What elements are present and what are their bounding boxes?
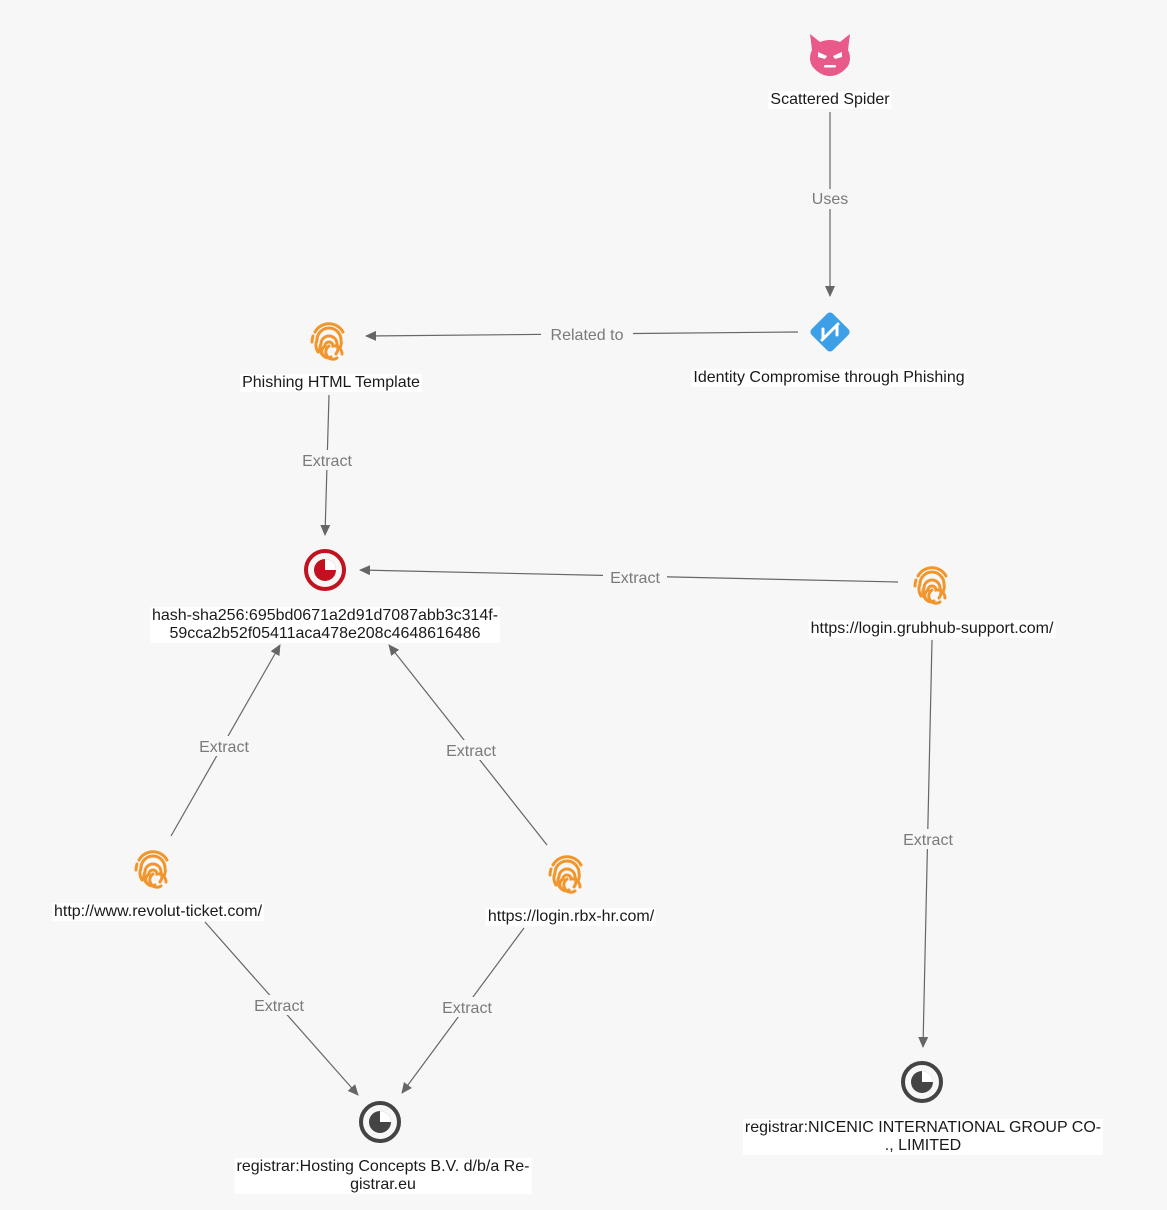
edge-extract-grubhub-hash[interactable]: Extract <box>359 565 899 587</box>
edge-label-extract: Extract <box>254 998 304 1015</box>
threat-actor-devil-icon[interactable] <box>810 34 850 76</box>
fingerprint-icon[interactable] <box>913 566 948 605</box>
fingerprint-icon[interactable] <box>548 855 583 894</box>
fingerprint-ridge <box>320 340 344 360</box>
node-label-phishing-template[interactable]: Phishing HTML Template <box>240 374 422 392</box>
fingerprint-ridge <box>324 344 339 361</box>
hash-label-line-1: hash-sha256:695bd0671a2d91d7087abb3c314f… <box>151 607 499 624</box>
fingerprint-ridge <box>552 859 581 887</box>
fingerprint-ridge <box>148 872 163 889</box>
hosting-label-line-1: registrar:Hosting Concepts B.V. d/b/a Re… <box>236 1158 530 1175</box>
edge-extract-rbx-registrar[interactable]: Extract <box>401 927 525 1094</box>
fingerprint-ridge <box>313 322 345 334</box>
node-label-revolut-url[interactable]: http://www.revolut-ticket.com/ <box>51 903 265 921</box>
fingerprint-icon[interactable] <box>134 850 169 889</box>
node-label-hosting-registrar[interactable]: registrar:Hosting Concepts B.V. d/b/a Re… <box>234 1158 532 1194</box>
edge-label-extract: Extract <box>903 832 953 849</box>
edge-related-to[interactable]: Related to <box>365 324 799 344</box>
edge-extract-grubhub-registrar[interactable]: Extract <box>896 639 960 1048</box>
observable-icon[interactable] <box>901 1061 943 1103</box>
fingerprint-ridge <box>310 334 315 344</box>
fingerprint-ridge <box>923 584 947 604</box>
node-label-rbx-url[interactable]: https://login.rbx-hr.com/ <box>485 908 657 926</box>
observable-icon[interactable] <box>304 549 346 591</box>
fingerprint-ridge <box>314 326 343 354</box>
fingerprint-ridge <box>137 850 169 862</box>
fingerprint-ridge <box>913 578 918 588</box>
edge-label-extract: Extract <box>446 743 496 760</box>
node-label-nicenic-registrar[interactable]: registrar:NICENIC INTERNATIONAL GROUP CO… <box>742 1119 1104 1155</box>
edge-extract-revolut-registrar[interactable]: Extract <box>204 921 359 1096</box>
nicenic-label-line-1: registrar:NICENIC INTERNATIONAL GROUP CO… <box>744 1119 1102 1136</box>
edge-label-extract: Extract <box>302 453 352 470</box>
edge-label-extract: Extract <box>199 739 249 756</box>
nicenic-label-line-2: ., LIMITED <box>884 1137 962 1154</box>
fingerprint-ridge <box>927 588 942 605</box>
edge-extract-rbx-hash[interactable]: Extract <box>388 644 548 846</box>
fingerprint-icon[interactable] <box>310 322 345 361</box>
fingerprint-ridge <box>916 566 948 578</box>
fingerprint-ridge <box>144 868 168 888</box>
hash-label-line-2: 59cca2b52f05411aca478e208c4648616486 <box>169 625 481 642</box>
fingerprint-ridge <box>134 862 139 872</box>
edge-label-extract: Extract <box>610 570 660 587</box>
fingerprint-ridge <box>548 867 553 877</box>
fingerprint-ridge <box>917 570 946 598</box>
fingerprint-ridge <box>562 877 577 894</box>
node-label-identity-compromise[interactable]: Identity Compromise through Phishing <box>691 369 967 387</box>
node-label-hash[interactable]: hash-sha256:695bd0671a2d91d7087abb3c314f… <box>149 607 501 643</box>
fingerprint-ridge <box>138 854 167 882</box>
hosting-label-line-2: gistrar.eu <box>350 1176 416 1193</box>
observable-icon[interactable] <box>359 1101 401 1143</box>
edge-extract-template-hash[interactable]: Extract <box>296 394 358 536</box>
node-label-grubhub-url[interactable]: https://login.grubhub-support.com/ <box>808 620 1056 638</box>
edge-extract-revolut-hash[interactable]: Extract <box>170 644 281 837</box>
edge-label-extract: Extract <box>442 1000 492 1017</box>
edge-label-uses: Uses <box>812 191 848 208</box>
node-label-scattered-spider[interactable]: Scattered Spider <box>768 91 892 109</box>
edge-label-related-to: Related to <box>551 327 624 344</box>
fingerprint-ridge <box>558 873 582 893</box>
attack-pattern-icon[interactable] <box>809 311 851 353</box>
edge-uses[interactable]: Uses <box>808 112 852 297</box>
fingerprint-ridge <box>551 855 583 867</box>
